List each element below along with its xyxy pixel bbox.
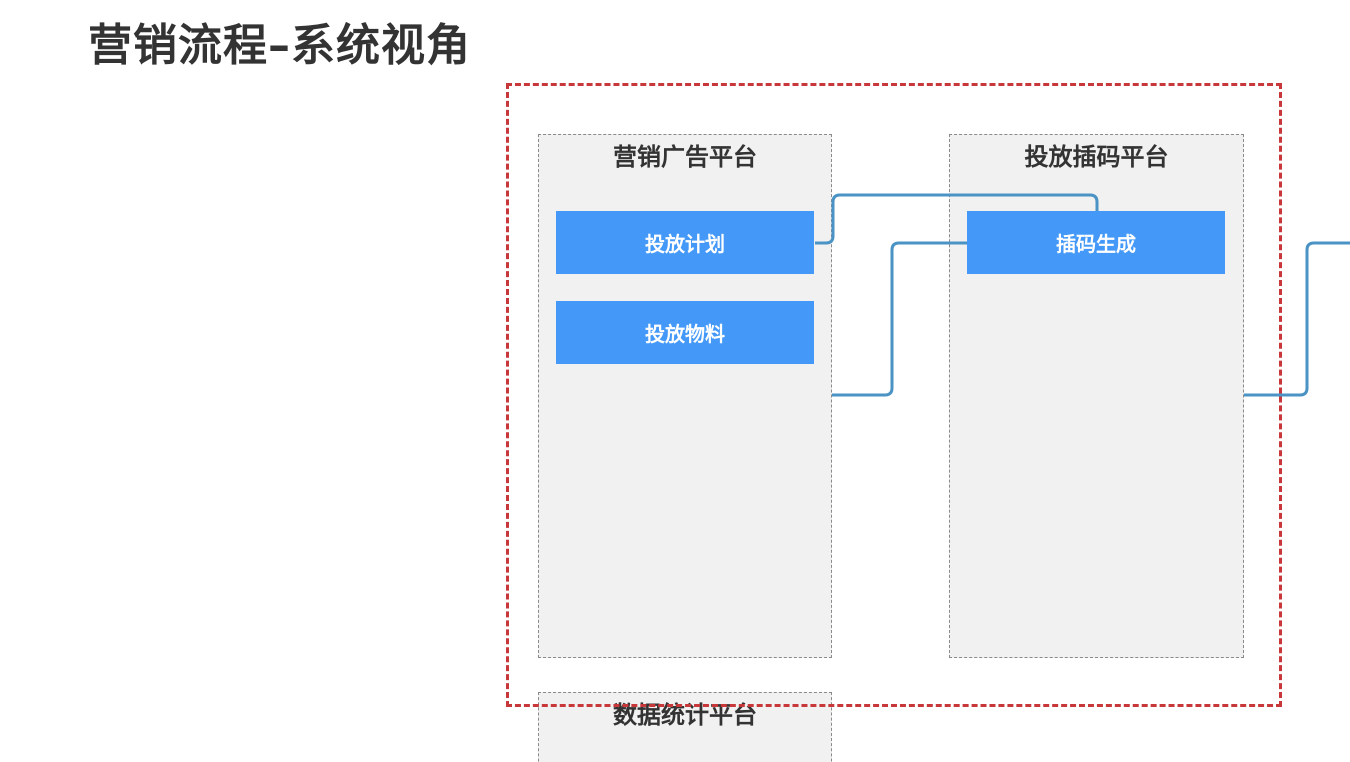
lane-title: 营销广告平台 xyxy=(613,143,757,171)
connector-plan-to-code xyxy=(815,193,1099,245)
node-launch-materials[interactable]: 投放物料 xyxy=(556,301,814,364)
node-code-generation[interactable]: 插码生成 xyxy=(967,211,1225,274)
page-title: 营销流程–系统视角 xyxy=(88,20,471,71)
lane-title: 投放插码平台 xyxy=(1024,143,1169,171)
node-launch-plan[interactable]: 投放计划 xyxy=(556,211,814,274)
connector-marketing-lane-to-code xyxy=(832,241,967,397)
connector-tracking-lane-outbound xyxy=(1244,241,1350,397)
